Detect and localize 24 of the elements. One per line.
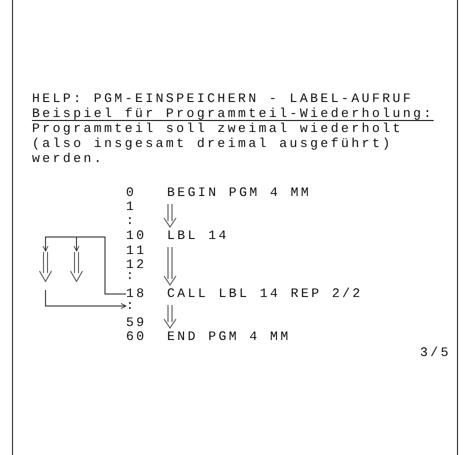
line-number: 60 [126,330,148,344]
hollow-down-arrow [39,252,52,282]
help-title: HELP: PGM-EINSPEICHERN - LABEL-AUFRUF [32,91,414,106]
hollow-down-arrow [70,252,83,282]
description-text: Beispiel für Programmteil-Wiederholung: [32,106,434,121]
program-statement: END PGM 4 MM [167,330,291,344]
program-statement: BEGIN PGM 4 MM [167,186,312,200]
hollow-flow-arrow [164,204,176,228]
hollow-flow-arrow [164,246,176,286]
line-number: 18 [126,287,148,301]
page-number: 3/5 [420,345,451,360]
line-number: 10 [126,229,148,243]
ellipsis-dots: : [126,213,136,228]
line-number: 11 [126,244,148,258]
ellipsis-dots: : [126,299,138,313]
connector-arrow [74,236,126,294]
connector-arrow [45,290,126,309]
program-statement: CALL LBL 14 REP 2/2 [167,287,363,301]
line-number: 0 [126,186,138,200]
line-number: 59 [126,316,148,330]
hollow-flow-arrow [164,304,176,329]
description-text: Programmteil soll zweimal wiederholt (also insgesamt dreimal ausgeführt) werden. [32,121,404,166]
program-statement: LBL 14 [167,229,229,243]
line-number: 1 [126,200,138,214]
